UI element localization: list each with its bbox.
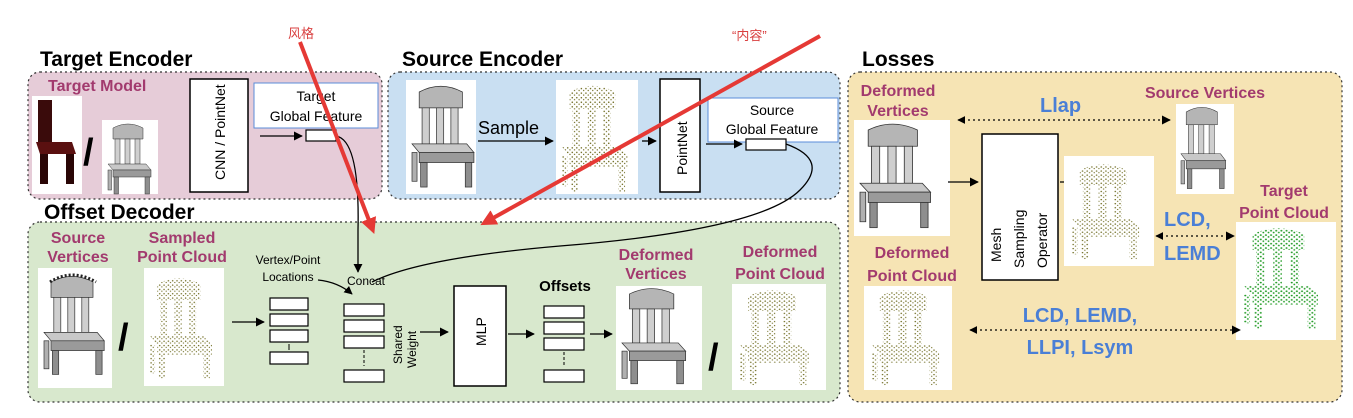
target-encoder-title: Target Encoder (40, 48, 192, 71)
target-feature-vector (305, 129, 337, 142)
target-feature-line2: Global Feature (270, 108, 363, 124)
pointnet-block (659, 78, 701, 193)
mesh-sampling-line3: Operator (1034, 212, 1050, 268)
target-cloud-line2: Point Cloud (1239, 205, 1329, 222)
offset-decoder-title: Offset Decoder (44, 201, 195, 224)
losses-source-vertices-label: Source Vertices (1145, 85, 1265, 102)
source-feature-line1: Source (750, 102, 795, 118)
source-vertices-line1: Source (51, 230, 105, 247)
slash-separator-3: / (708, 337, 719, 379)
mesh-sampling-line1: Mesh (988, 228, 1004, 262)
losses-source-vertices-image (1176, 104, 1234, 194)
mlp-label: MLP (473, 317, 489, 346)
l-emd-label: LEMD (1164, 243, 1221, 265)
losses-deformed-cloud-image (864, 286, 952, 390)
target-feature-curve (335, 135, 363, 273)
target-feature-line1: Target (297, 88, 336, 104)
concat-vectors (343, 303, 385, 383)
style-annotation-arrow (298, 41, 376, 234)
target-chair-image (102, 120, 158, 195)
mesh-sampling-line2: Sampling (1011, 210, 1027, 268)
decoder-deformed-cloud-line2: Point Cloud (735, 266, 825, 283)
slash-separator-2: / (118, 317, 129, 359)
decoder-deformed-cloud-line1: Deformed (743, 244, 818, 261)
mlp-block (453, 285, 507, 387)
source-vertices-image (38, 268, 112, 388)
concat-label: Concat (347, 274, 386, 288)
target-feature-box (253, 82, 379, 129)
losses-deformed-cloud-line2: Point Cloud (867, 268, 957, 285)
decoder-deformed-vertices-image (616, 286, 702, 390)
offsets-label: Offsets (539, 278, 591, 295)
style-annotation-label: 风格 (288, 26, 314, 41)
losses-deformed-vertices-image (854, 120, 950, 236)
locations-to-concat-arrow (317, 279, 353, 295)
cloud-loss-line2: LLPI, Lsym (1027, 337, 1134, 359)
losses-deformed-vertices-line2: Vertices (867, 103, 928, 120)
source-vertices-line2: Vertices (47, 249, 108, 266)
content-annotation-label: “内容” (732, 28, 767, 43)
cloud-loss-line1: LCD, LEMD, (1023, 305, 1137, 327)
target-model-image (32, 96, 82, 194)
slash-separator: / (83, 132, 94, 174)
decoder-deformed-vertices-line2: Vertices (625, 266, 686, 283)
cnn-pointnet-label: CNN / PointNet (212, 84, 228, 180)
source-feature-line2: Global Feature (726, 121, 819, 137)
losses-title: Losses (862, 48, 934, 71)
target-cloud-line1: Target (1260, 183, 1308, 200)
target-model-label: Target Model (48, 78, 146, 95)
offset-vectors (543, 305, 585, 383)
sampled-cloud-line1: Sampled (149, 230, 216, 247)
pointnet-label: PointNet (674, 121, 690, 175)
source-feature-box (707, 97, 839, 143)
losses-deformed-cloud-line1: Deformed (875, 245, 950, 262)
cnn-pointnet-block (189, 78, 249, 193)
sampled-cloud-line2: Point Cloud (137, 249, 227, 266)
locations-line1: Vertex/Point (256, 253, 321, 267)
decoder-deformed-vertices-line1: Deformed (619, 247, 694, 264)
target-cloud-image (1236, 222, 1336, 340)
l-cd-label: LCD, (1164, 209, 1211, 231)
source-feature-curve (371, 143, 813, 283)
locations-line2: Locations (262, 270, 313, 284)
shared-weight-line1: Shared (391, 325, 405, 364)
location-vectors (269, 297, 309, 365)
source-encoder-title: Source Encoder (402, 48, 563, 71)
shared-weight-line2: Weight (405, 330, 419, 368)
source-feature-vector (745, 138, 787, 151)
mesh-sampling-block (981, 133, 1059, 281)
sampled-cloud-decoder-image (144, 268, 224, 386)
decoder-deformed-cloud-image (732, 284, 826, 390)
losses-sampled-cloud-image (1064, 156, 1154, 266)
l-lap-label: Llap (1040, 95, 1081, 117)
source-chair-image (406, 80, 476, 194)
content-annotation-arrow (480, 34, 821, 226)
losses-deformed-vertices-line1: Deformed (861, 83, 936, 100)
sample-label: Sample (478, 118, 539, 138)
